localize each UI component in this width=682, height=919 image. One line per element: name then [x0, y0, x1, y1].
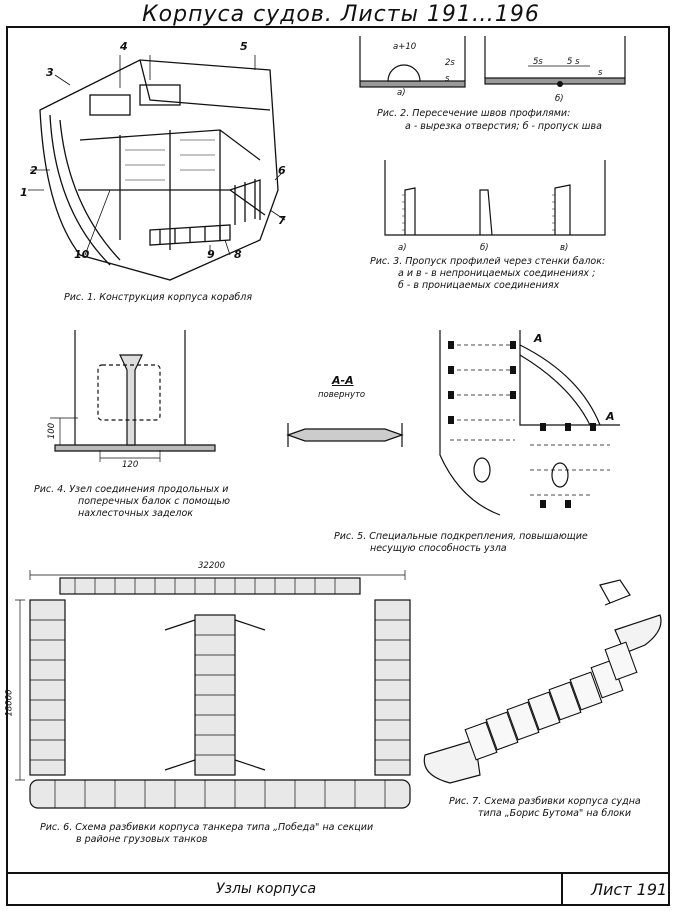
fig1-callout-9: 9 — [207, 248, 215, 261]
fig1-hull-drawing — [28, 55, 286, 281]
fig2-dim-5s-2: 5 s — [567, 57, 580, 67]
title-block-divider — [561, 874, 563, 906]
title-block: Узлы корпуса Лист 191 — [6, 872, 670, 906]
fig1-callout-8: 8 — [234, 248, 242, 261]
fig5-caption-2: несущую способность узла — [370, 543, 507, 554]
page-title: Корпуса судов. Листы 191…196 — [142, 2, 540, 27]
fig6-caption-2: в районе грузовых танков — [76, 834, 208, 845]
fig3-caption-1: Рис. 3. Пропуск профилей через стенки ба… — [370, 256, 606, 267]
section-aa-note: повернуто — [318, 390, 366, 400]
fig1-callout-6: 6 — [278, 164, 286, 177]
section-name: Узлы корпуса — [216, 881, 317, 897]
fig1-callout-1: 1 — [20, 186, 28, 199]
fig6-drawing — [15, 570, 411, 809]
fig4-drawing — [50, 330, 216, 462]
fig6-dim-height: 18000 — [4, 689, 15, 717]
fig1-callout-4: 4 — [120, 40, 128, 53]
fig4-dim-100: 100 — [47, 422, 58, 440]
fig2-sub-a: а) — [397, 88, 406, 98]
fig4-caption-2: поперечных балок с помощью — [78, 496, 231, 507]
fig3-caption-2: а и в - в непроницаемых соединениях ; — [398, 268, 596, 279]
fig3-sub-b: б) — [480, 243, 489, 253]
fig2-dim-s2: s — [598, 68, 603, 78]
fig2-dim-2s: 2s — [445, 58, 455, 68]
fig1-caption: Рис. 1. Конструкция корпуса корабля — [64, 292, 253, 303]
fig1-callout-3: 3 — [46, 66, 54, 79]
fig5-caption-1: Рис. 5. Специальные подкрепления, повыша… — [334, 531, 588, 542]
fig2-dim-a: a+10 — [393, 42, 417, 52]
fig5-drawing — [439, 330, 620, 516]
fig1-callout-7: 7 — [278, 214, 286, 227]
drawing-frame — [6, 26, 670, 906]
fig2-caption-1: Рис. 2. Пересечение швов профилями: — [377, 108, 571, 119]
fig6-caption-1: Рис. 6. Схема разбивки корпуса танкера т… — [40, 822, 374, 833]
fig5-mark-a1: А — [534, 332, 543, 345]
fig1-callout-10: 10 — [74, 248, 90, 261]
fig5-mark-a2: А — [606, 410, 615, 423]
fig2-dim-5s-1: 5s — [533, 57, 543, 67]
sheet-number: Лист 191 — [591, 880, 668, 899]
fig4-caption-3: нахлесточных заделок — [78, 508, 194, 519]
fig4-dim-120: 120 — [122, 460, 139, 470]
fig2-caption-2: а - вырезка отверстия; б - пропуск шва — [405, 121, 602, 132]
fig7-caption-2: типа „Борис Бутома" на блоки — [478, 808, 632, 819]
fig1-callout-5: 5 — [240, 40, 248, 53]
section-aa-drawing — [286, 423, 404, 447]
fig6-dim-width: 32200 — [198, 561, 226, 571]
fig1-callout-2: 2 — [30, 164, 38, 177]
fig3-sub-a: а) — [398, 243, 407, 253]
fig4-caption-1: Рис. 4. Узел соединения продольных и — [34, 484, 229, 495]
fig2-sub-b: б) — [555, 94, 564, 104]
fig2-dim-s: s — [445, 74, 450, 84]
fig3-sub-c: в) — [560, 243, 569, 253]
section-aa-label: А-А — [332, 374, 354, 387]
fig3-drawing — [384, 160, 606, 236]
fig7-drawing — [423, 579, 662, 784]
fig7-caption-1: Рис. 7. Схема разбивки корпуса судна — [449, 796, 641, 807]
fig3-caption-3: б - в проницаемых соединениях — [398, 280, 560, 291]
fig2-drawing — [359, 36, 626, 88]
